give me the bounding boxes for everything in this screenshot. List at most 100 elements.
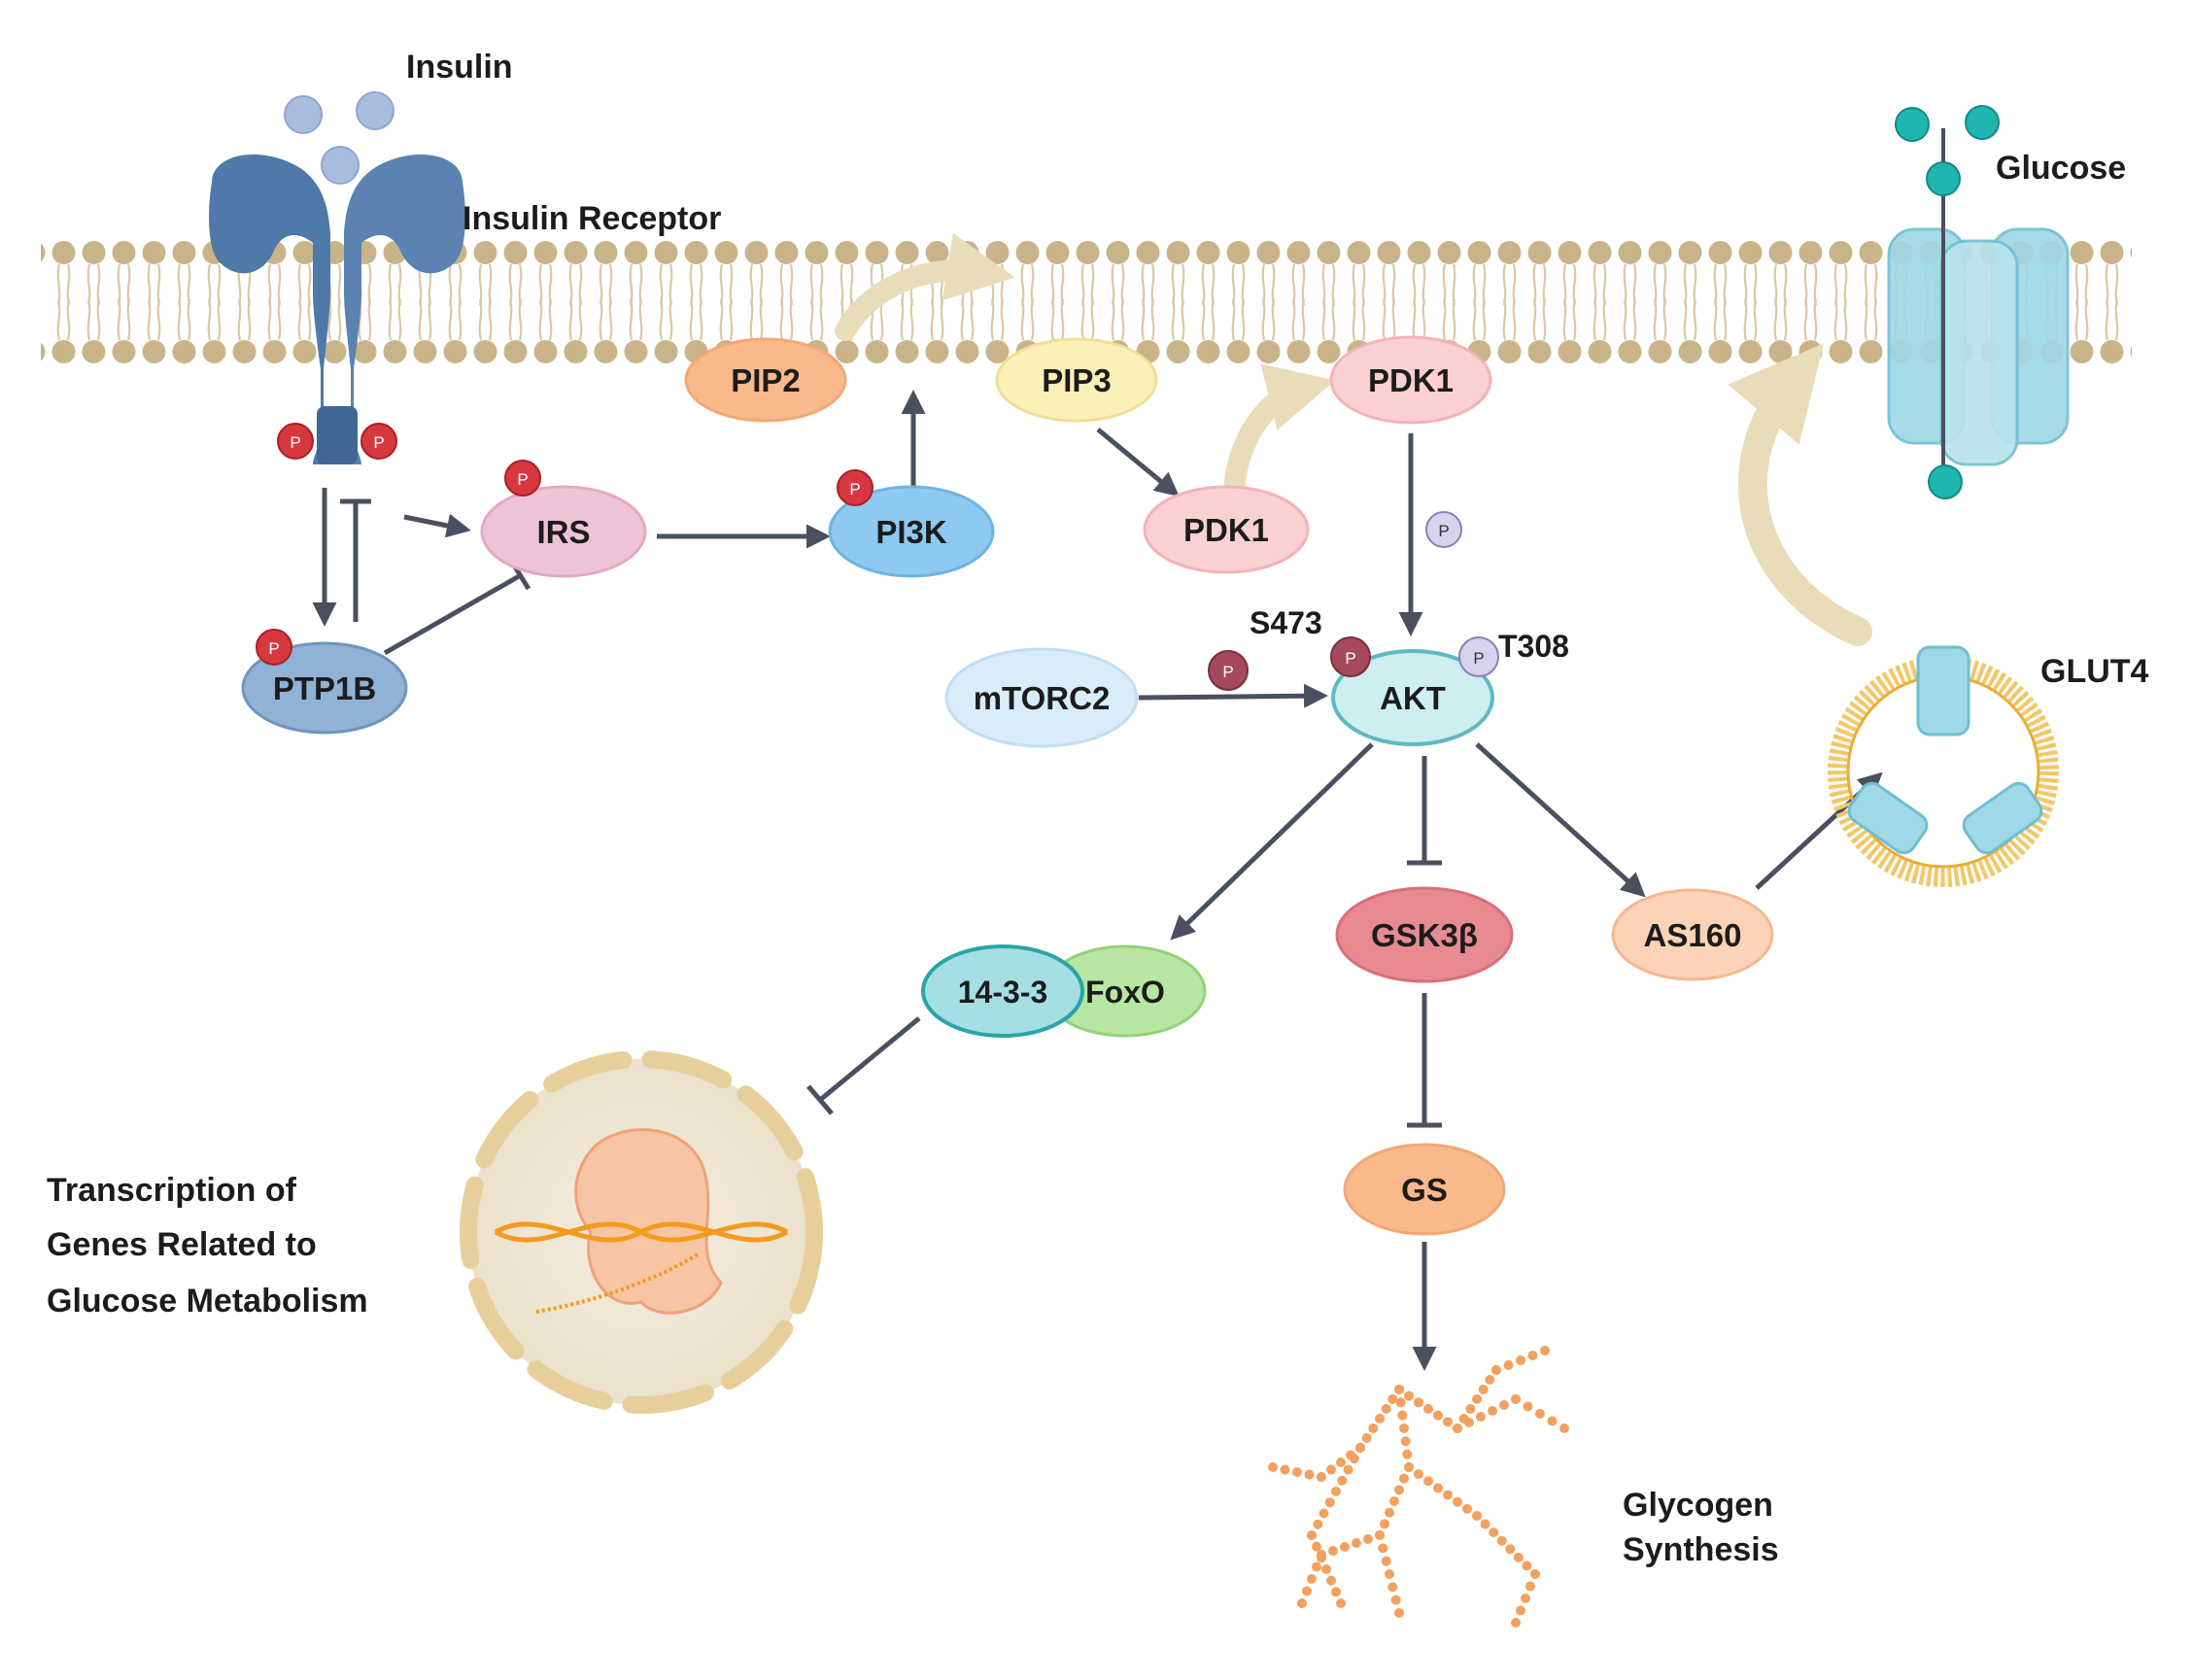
glycogen-dot xyxy=(1336,1598,1346,1608)
glut4-vesicle xyxy=(1828,645,2059,887)
curved-arrows xyxy=(835,232,1872,646)
node-ptp1b: PTP1B P xyxy=(241,629,408,735)
glycogen-dot xyxy=(1423,1404,1433,1414)
glycogen-dot xyxy=(1340,1542,1350,1552)
glycogen-dot xyxy=(1380,1519,1389,1529)
glycogen-dot xyxy=(1319,1508,1329,1519)
node-pdk1: PDK1 xyxy=(1143,485,1310,574)
insulin-molecules xyxy=(284,91,394,185)
svg-text:AS160: AS160 xyxy=(1644,917,1742,953)
glycogen-dot xyxy=(1523,1401,1533,1412)
glycogen-dot xyxy=(1292,1467,1302,1477)
glycogen-dot xyxy=(1400,1436,1411,1447)
glycogen-dot xyxy=(1540,1346,1550,1355)
glycogen-dot xyxy=(1394,1485,1404,1495)
glycogen-dot xyxy=(1321,1564,1331,1574)
insulin-label: Insulin xyxy=(406,49,513,86)
svg-text:Glycogen: Glycogen xyxy=(1623,1487,1773,1524)
glycogen-dot xyxy=(1423,1476,1433,1487)
glycogen-dot xyxy=(1381,1556,1391,1566)
node-pip2: PIP2 xyxy=(684,337,847,423)
glycogen-synthesis-label: Glycogen Synthesis xyxy=(1623,1487,1779,1568)
svg-text:IRS: IRS xyxy=(536,514,590,550)
insulin-receptor xyxy=(209,154,465,464)
glycogen-dot xyxy=(1414,1469,1423,1480)
glycogen-dot xyxy=(1328,1546,1338,1556)
svg-text:AKT: AKT xyxy=(1380,680,1446,716)
glycogen-dot xyxy=(1402,1449,1413,1459)
glycogen-dot xyxy=(1496,1535,1507,1546)
glycogen-dot xyxy=(1404,1390,1414,1401)
glycogen-dot xyxy=(1331,1587,1341,1597)
glycogen-dot xyxy=(1476,1412,1486,1422)
glycogen-dot xyxy=(1307,1574,1317,1584)
svg-text:P: P xyxy=(1473,649,1484,668)
glycogen-dot xyxy=(1304,1469,1315,1480)
glycogen-dot xyxy=(1375,1530,1385,1540)
svg-text:FoxO: FoxO xyxy=(1085,975,1165,1010)
svg-text:14-3-3: 14-3-3 xyxy=(958,975,1048,1010)
glycogen-dot xyxy=(1352,1538,1361,1548)
glycogen-dot xyxy=(1522,1560,1532,1571)
svg-text:PDK1: PDK1 xyxy=(1183,512,1269,548)
glycogen-dot xyxy=(1478,1385,1489,1394)
glycogen-dot xyxy=(1390,1594,1401,1605)
glycogen-dot xyxy=(1443,1490,1453,1500)
transcription-label: Transcription of Genes Related to Glucos… xyxy=(47,1172,368,1320)
glycogen-dot xyxy=(1363,1534,1373,1544)
glycogen-dot xyxy=(1385,1507,1394,1518)
glycogen-dot xyxy=(1312,1541,1321,1552)
glycogen-structure xyxy=(1268,1346,1569,1628)
glycogen-dot xyxy=(1385,1569,1394,1579)
glycogen-dot xyxy=(1530,1569,1540,1579)
svg-text:Genes Related to: Genes Related to xyxy=(47,1226,317,1263)
glycogen-dot xyxy=(1535,1409,1545,1419)
glycogen-dot xyxy=(1516,1605,1525,1616)
glycogen-dot xyxy=(1559,1423,1569,1433)
glycogen-dot xyxy=(1331,1487,1341,1496)
glycogen-dot xyxy=(1414,1397,1423,1408)
glycogen-dot xyxy=(1499,1400,1509,1410)
glycogen-dot xyxy=(1472,1394,1482,1404)
glycogen-dot xyxy=(1395,1397,1406,1408)
glycogen-dot xyxy=(1394,1608,1404,1618)
glycogen-dot xyxy=(1307,1530,1317,1540)
glycogen-dot xyxy=(1336,1457,1346,1467)
svg-text:P: P xyxy=(373,433,384,452)
glycogen-dot xyxy=(1491,1365,1501,1375)
glycogen-dot xyxy=(1458,1414,1469,1423)
glycogen-dot xyxy=(1489,1527,1499,1538)
glycogen-dot xyxy=(1480,1519,1490,1529)
glycogen-dot xyxy=(1313,1519,1323,1529)
glut4-membrane-transporter xyxy=(1887,128,2070,478)
glycogen-dot xyxy=(1433,1483,1443,1493)
svg-text:P: P xyxy=(517,470,528,489)
glycogen-dot xyxy=(1343,1464,1353,1475)
glycogen-dot xyxy=(1326,1575,1336,1586)
glycogen-dot xyxy=(1465,1404,1476,1414)
receptor-phospho-right: P xyxy=(360,423,397,460)
node-mtorc2: mTORC2 xyxy=(944,647,1139,748)
svg-text:PIP2: PIP2 xyxy=(731,362,801,398)
receptor-phospho-left: P xyxy=(277,423,314,460)
glycogen-dot xyxy=(1349,1454,1359,1464)
glycogen-dot xyxy=(1527,1351,1538,1360)
mtorc2-phospho: P xyxy=(1208,650,1249,691)
glucose-label: Glucose xyxy=(1996,150,2126,187)
glycogen-dot xyxy=(1511,1618,1521,1628)
glycogen-dot xyxy=(1355,1443,1365,1453)
node-pi3k: PI3K P xyxy=(828,469,995,578)
svg-text:GS: GS xyxy=(1401,1172,1448,1208)
svg-text:PIP3: PIP3 xyxy=(1042,362,1112,398)
glycogen-dot xyxy=(1326,1464,1336,1475)
s473-label: S473 xyxy=(1250,605,1322,640)
glycogen-dot xyxy=(1312,1561,1321,1572)
svg-text:P: P xyxy=(268,639,279,658)
glycogen-dot xyxy=(1525,1581,1535,1592)
svg-text:Glucose Metabolism: Glucose Metabolism xyxy=(47,1283,368,1320)
glucose-molecules xyxy=(1895,105,2000,499)
glycogen-dot xyxy=(1521,1594,1530,1603)
node-foxo: FoxO xyxy=(1044,944,1207,1038)
nucleus xyxy=(460,1050,823,1414)
